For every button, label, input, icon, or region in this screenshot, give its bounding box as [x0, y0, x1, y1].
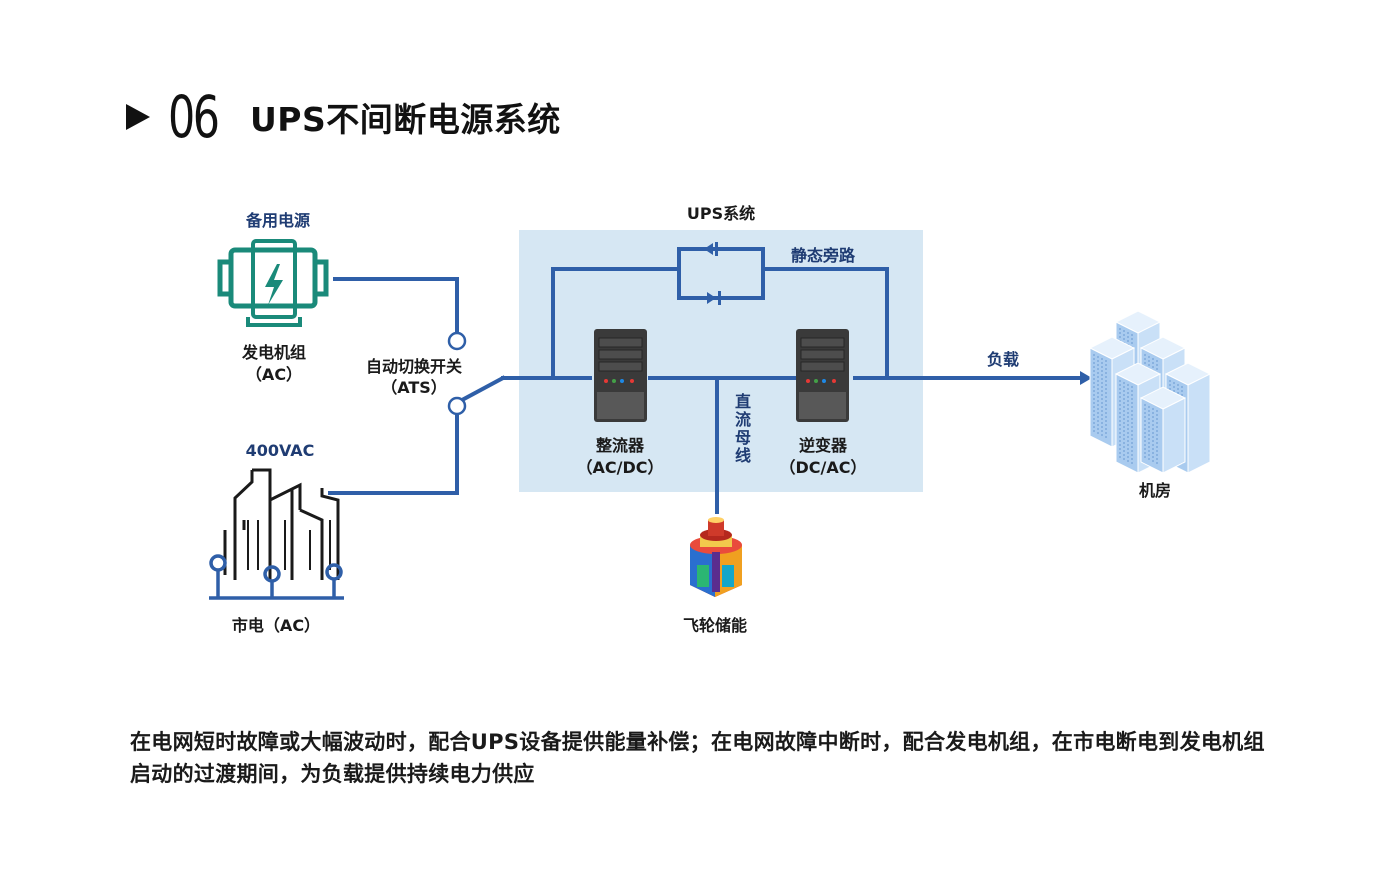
- section-title: UPS不间断电源系统: [250, 100, 561, 139]
- bypass-switch-box: [677, 247, 765, 300]
- ats-contacts: [447, 331, 467, 416]
- play-icon: [126, 104, 150, 130]
- section-heading: 06 UPS不间断电源系统: [126, 86, 561, 148]
- city-power-poles: [209, 554, 344, 600]
- load-label: 负载: [986, 350, 1020, 369]
- generator-label: 发电机组: [241, 343, 307, 362]
- rectifier-sub-label: （AC/DC）: [576, 458, 664, 477]
- flywheel-label: 飞轮储能: [682, 616, 748, 635]
- ups-system-label: UPS系统: [686, 204, 756, 223]
- ats-contact-top: [447, 331, 467, 351]
- bypass-path: [551, 267, 889, 380]
- bypass-thyristors: [704, 242, 721, 305]
- backup-power-label: 备用电源: [245, 211, 311, 230]
- section-number: 06: [168, 83, 220, 151]
- load-arrow-head: [1080, 371, 1092, 385]
- ats-abbr-label: （ATS）: [381, 378, 447, 397]
- data-center-label: 机房: [1138, 481, 1172, 500]
- connection-lines: [328, 247, 1082, 514]
- flywheel-icon: [690, 517, 742, 597]
- generator-icon: [217, 239, 329, 327]
- ups-system-box: [519, 230, 923, 492]
- rectifier-icon: [594, 329, 647, 422]
- inverter-label: 逆变器: [798, 436, 848, 455]
- mains-label: 市电（AC）: [231, 616, 321, 635]
- generator-line: [333, 277, 459, 334]
- building-icon: [1088, 310, 1212, 474]
- generator-ac-label: （AC）: [245, 365, 303, 384]
- inverter-icon: [796, 329, 849, 422]
- voltage-label: 400VAC: [245, 441, 315, 460]
- ats-contact-bottom: [447, 396, 467, 416]
- inverter-sub-label: （DC/AC）: [779, 458, 867, 477]
- city-icon: [223, 468, 340, 580]
- static-bypass-label: 静态旁路: [790, 246, 856, 265]
- rectifier-label: 整流器: [595, 436, 645, 455]
- ats-switch-blade: [459, 375, 506, 403]
- description: 在电网短时故障或大幅波动时，配合UPS设备提供能量补偿；在电网故障中断时，配合发…: [130, 730, 1265, 786]
- ats-label: 自动切换开关: [365, 357, 463, 376]
- dc-bus-label: 直流母线: [732, 393, 751, 465]
- mains-line: [328, 412, 459, 495]
